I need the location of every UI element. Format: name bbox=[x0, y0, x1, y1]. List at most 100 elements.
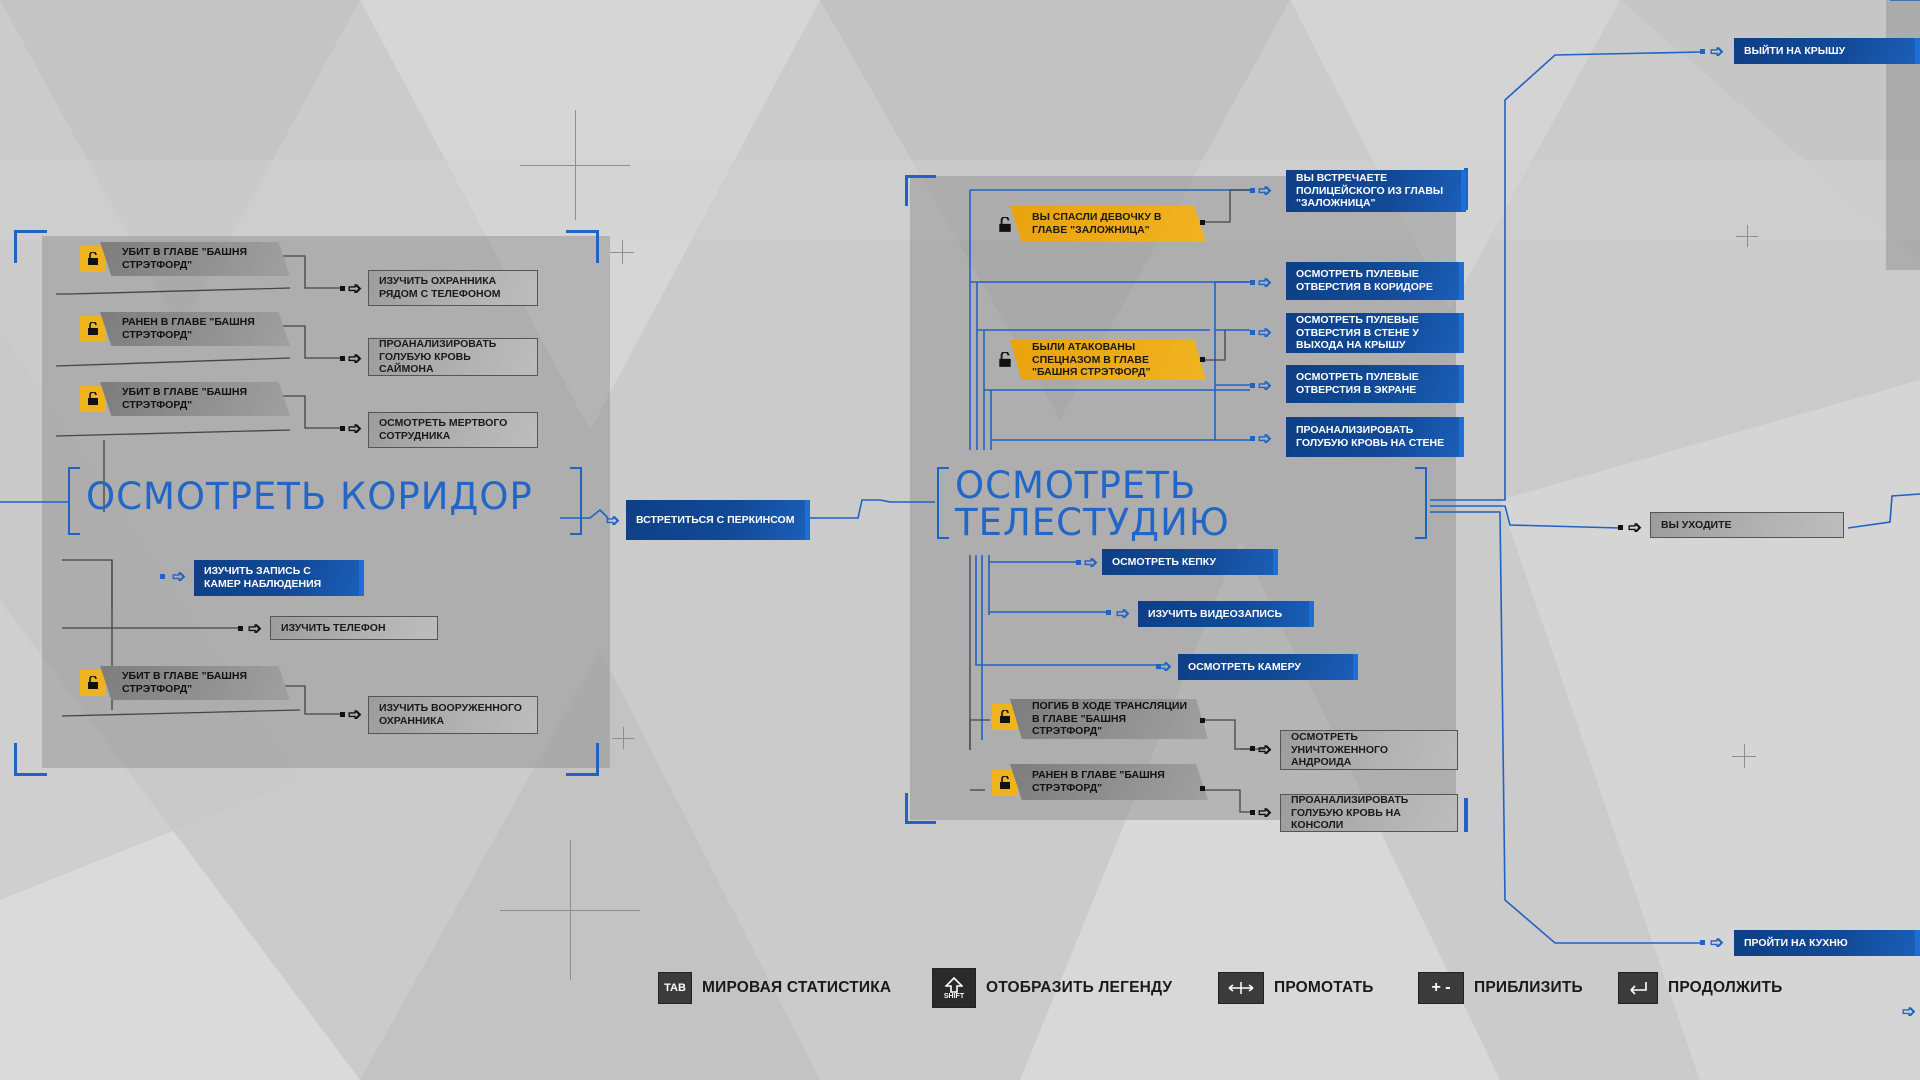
connector-dot bbox=[340, 712, 345, 717]
action-node[interactable]: ПРОАНАЛИЗИРОВАТЬ ГОЛУБУЮ КРОВЬ НА КОНСОЛ… bbox=[1280, 794, 1458, 832]
footer-label: ОТОБРАЗИТЬ ЛЕГЕНДУ bbox=[986, 979, 1173, 996]
shift-key-label: SHIFT bbox=[943, 992, 965, 1000]
footer-continue[interactable]: ПРОДОЛЖИТЬ bbox=[1618, 970, 1782, 1006]
arrow-icon: ➩ bbox=[347, 418, 363, 438]
corner-bracket bbox=[905, 793, 936, 824]
arrow-icon: ➩ bbox=[247, 618, 263, 638]
arrow-icon: ➩ bbox=[1257, 272, 1273, 292]
connector-dot bbox=[340, 356, 345, 361]
condition-node[interactable]: РАНЕН В ГЛАВЕ "БАШНЯ СТРЭТФОРД" bbox=[100, 312, 290, 346]
action-node-completed[interactable]: ВЫ ВСТРЕЧАЕТЕ ПОЛИЦЕЙСКОГО ИЗ ГЛАВЫ "ЗАЛ… bbox=[1286, 170, 1466, 212]
footer-zoom[interactable]: + - ПРИБЛИЗИТЬ bbox=[1418, 970, 1583, 1006]
lock-icon bbox=[80, 246, 106, 272]
connector-dot bbox=[1250, 280, 1255, 285]
connector-dot bbox=[1700, 49, 1705, 54]
arrow-icon: ➩ bbox=[1115, 603, 1131, 623]
action-node[interactable]: ОСМОТРЕТЬ МЕРТВОГО СОТРУДНИКА bbox=[368, 412, 538, 448]
roof-node[interactable]: ВЫЙТИ НА КРЫШУ bbox=[1734, 38, 1920, 64]
action-node-completed[interactable]: ОСМОТРЕТЬ ПУЛЕВЫЕ ОТВЕРСТИЯ В СТЕНЕ У ВЫ… bbox=[1286, 313, 1464, 353]
footer-world-stats[interactable]: TAB МИРОВАЯ СТАТИСТИКА bbox=[658, 970, 891, 1006]
arrow-icon: ➩ bbox=[1709, 41, 1725, 61]
connector-dot bbox=[1700, 940, 1705, 945]
connector-dot bbox=[1156, 664, 1161, 669]
grid-cross bbox=[610, 240, 634, 264]
arrow-icon: ➩ bbox=[347, 278, 363, 298]
condition-node[interactable]: УБИТ В ГЛАВЕ "БАШНЯ СТРЭТФОРД" bbox=[100, 242, 290, 276]
footer-label: ПРОДОЛЖИТЬ bbox=[1668, 979, 1783, 996]
tab-key-icon: TAB bbox=[658, 972, 692, 1004]
grid-cross bbox=[520, 110, 630, 220]
title-bracket-left bbox=[937, 467, 949, 539]
corner-bracket bbox=[905, 175, 936, 206]
action-node[interactable]: ИЗУЧИТЬ ОХРАННИКА РЯДОМ С ТЕЛЕФОНОМ bbox=[368, 270, 538, 306]
grid-cross bbox=[612, 727, 634, 749]
connector-dot bbox=[1250, 810, 1255, 815]
lock-icon bbox=[80, 316, 106, 342]
connector-dot bbox=[1200, 786, 1205, 791]
arrow-icon: ➩ bbox=[347, 704, 363, 724]
arrow-icon: ➩ bbox=[1901, 1001, 1917, 1021]
mouse-move-icon bbox=[1218, 972, 1264, 1004]
action-node-completed[interactable]: ОСМОТРЕТЬ ПУЛЕВЫЕ ОТВЕРСТИЯ В ЭКРАНЕ bbox=[1286, 365, 1464, 403]
lock-icon bbox=[992, 212, 1018, 238]
arrow-icon: ➩ bbox=[1257, 322, 1273, 342]
arrow-icon: ➩ bbox=[1257, 802, 1273, 822]
action-node-completed[interactable]: ОСМОТРЕТЬ КАМЕРУ bbox=[1178, 654, 1358, 680]
connector-dot bbox=[1076, 560, 1081, 565]
action-node-completed[interactable]: ОСМОТРЕТЬ ПУЛЕВЫЕ ОТВЕРСТИЯ В КОРИДОРЕ bbox=[1286, 262, 1464, 300]
connector-dot bbox=[340, 286, 345, 291]
condition-node-met[interactable]: БЫЛИ АТАКОВАНЫ СПЕЦНАЗОМ В ГЛАВЕ "БАШНЯ … bbox=[1010, 340, 1206, 380]
connector-dot bbox=[1250, 746, 1255, 751]
grid-cross bbox=[500, 840, 640, 980]
connector-dot bbox=[1250, 330, 1255, 335]
lock-icon bbox=[992, 347, 1018, 373]
footer-label: ПРОМОТАТЬ bbox=[1274, 979, 1374, 996]
action-node-completed[interactable]: ОСМОТРЕТЬ КЕПКУ bbox=[1102, 549, 1278, 575]
meet-perkins-node[interactable]: ВСТРЕТИТЬСЯ С ПЕРКИНСОМ bbox=[626, 500, 810, 540]
connector-dot bbox=[1250, 383, 1255, 388]
action-node[interactable]: ИЗУЧИТЬ ВООРУЖЕННОГО ОХРАННИКА bbox=[368, 696, 538, 734]
connector-dot bbox=[340, 426, 345, 431]
arrow-icon: ➩ bbox=[1257, 428, 1273, 448]
condition-node[interactable]: РАНЕН В ГЛАВЕ "БАШНЯ СТРЭТФОРД" bbox=[1010, 764, 1208, 800]
lock-icon bbox=[80, 670, 106, 696]
condition-node-met[interactable]: ВЫ СПАСЛИ ДЕВОЧКУ В ГЛАВЕ "ЗАЛОЖНИЦА" bbox=[1010, 206, 1206, 242]
arrow-icon: ➩ bbox=[1083, 552, 1099, 572]
connector-dot bbox=[1200, 220, 1205, 225]
action-node[interactable]: ПРОАНАЛИЗИРОВАТЬ ГОЛУБУЮ КРОВЬ САЙМОНА bbox=[368, 338, 538, 376]
grid-cross bbox=[1732, 744, 1756, 768]
action-node-completed[interactable]: ПРОАНАЛИЗИРОВАТЬ ГОЛУБУЮ КРОВЬ НА СТЕНЕ bbox=[1286, 417, 1464, 457]
arrow-icon: ➩ bbox=[171, 566, 187, 586]
connector-dot bbox=[1250, 436, 1255, 441]
connector-dot bbox=[1106, 610, 1111, 615]
kitchen-node[interactable]: ПРОЙТИ НА КУХНЮ bbox=[1734, 930, 1920, 956]
connector-dot bbox=[160, 574, 165, 579]
action-node[interactable]: ИЗУЧИТЬ ТЕЛЕФОН bbox=[270, 616, 438, 640]
corner-bracket bbox=[566, 743, 599, 776]
title-bracket-right bbox=[1415, 467, 1427, 539]
condition-node[interactable]: УБИТ В ГЛАВЕ "БАШНЯ СТРЭТФОРД" bbox=[100, 382, 290, 416]
section-title-studio: ОСМОТРЕТЬ ТЕЛЕСТУДИЮ bbox=[955, 464, 1230, 544]
arrow-icon: ➩ bbox=[1257, 180, 1273, 200]
corner-bracket bbox=[14, 743, 47, 776]
title-bracket-right bbox=[570, 467, 582, 535]
footer-scroll[interactable]: ПРОМОТАТЬ bbox=[1218, 970, 1374, 1006]
grid-cross bbox=[1736, 225, 1758, 247]
section-title-corridor: ОСМОТРЕТЬ КОРИДОР bbox=[86, 475, 533, 518]
leave-node[interactable]: ВЫ УХОДИТЕ bbox=[1650, 512, 1844, 538]
shift-key-icon: SHIFT bbox=[932, 968, 976, 1008]
connector-dot bbox=[1250, 188, 1255, 193]
connector-dot bbox=[1200, 718, 1205, 723]
arrow-icon: ➩ bbox=[1157, 656, 1173, 676]
connector-dot bbox=[238, 626, 243, 631]
action-node-completed[interactable]: ИЗУЧИТЬ ЗАПИСЬ С КАМЕР НАБЛЮДЕНИЯ bbox=[194, 560, 364, 596]
arrow-icon: ➩ bbox=[1627, 517, 1643, 537]
condition-node[interactable]: УБИТ В ГЛАВЕ "БАШНЯ СТРЭТФОРД" bbox=[100, 666, 290, 700]
condition-node[interactable]: ПОГИБ В ХОДЕ ТРАНСЛЯЦИИ В ГЛАВЕ "БАШНЯ С… bbox=[1010, 699, 1208, 739]
lock-icon bbox=[80, 386, 106, 412]
connector-dot bbox=[1618, 525, 1623, 530]
footer-show-legend[interactable]: SHIFT ОТОБРАЗИТЬ ЛЕГЕНДУ bbox=[932, 968, 1173, 1008]
action-node[interactable]: ОСМОТРЕТЬ УНИЧТОЖЕННОГО АНДРОИДА bbox=[1280, 730, 1458, 770]
arrow-icon: ➩ bbox=[347, 348, 363, 368]
action-node-completed[interactable]: ИЗУЧИТЬ ВИДЕОЗАПИСЬ bbox=[1138, 601, 1314, 627]
